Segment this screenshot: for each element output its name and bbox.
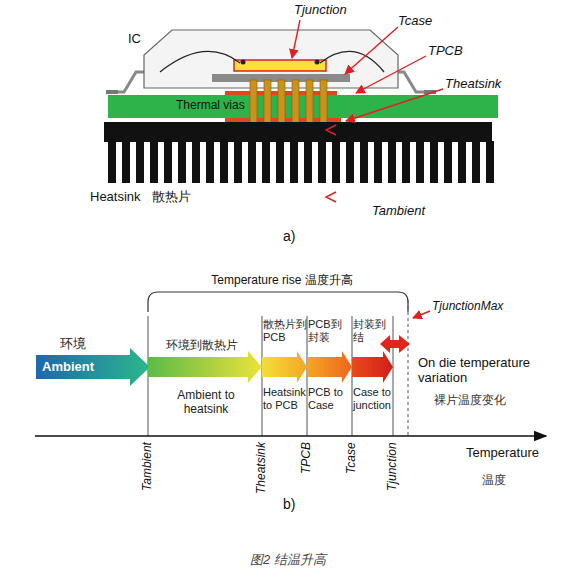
- chinese-label: 环境到散热片: [166, 338, 262, 352]
- text-label: On die temperature variation: [418, 356, 546, 386]
- english-label: Heatsink to PCB: [263, 386, 309, 412]
- chinese-label: 封装到 结: [353, 318, 397, 344]
- text-label: Tambient: [372, 204, 425, 219]
- text-label: Temperature: [466, 446, 539, 461]
- ambient-arrow: 环境 Ambient: [36, 318, 150, 398]
- tick-lines: [148, 300, 408, 436]
- text-label: Thermal vias: [176, 99, 245, 113]
- heatsink-base: [104, 122, 492, 142]
- text-label: 裸片温度变化: [434, 394, 506, 408]
- heat-path-arrow: 环境到散热片 Ambient to heatsink: [148, 318, 262, 418]
- text-label: IC: [128, 32, 141, 47]
- text-label: 温度: [482, 474, 506, 488]
- text-label: Heatsink: [90, 190, 141, 205]
- english-label: Ambient: [42, 359, 132, 374]
- axis-tick-label: Tcase: [345, 442, 359, 474]
- double-arrow: [380, 335, 410, 353]
- text-label: TjunctionMax: [432, 300, 503, 314]
- chinese-label: PCB到 封装: [308, 318, 353, 344]
- chinese-label: 散热片到 PCB: [263, 318, 308, 344]
- text-label: Theatsink: [445, 77, 501, 92]
- heat-path-arrow: PCB到 封装 PCB to Case: [307, 318, 352, 418]
- text-label: a): [283, 228, 295, 244]
- text-label: b): [283, 496, 295, 512]
- axis-tick-label: TPCB: [300, 442, 314, 474]
- text-label: Tjunction: [294, 3, 347, 18]
- heat-path-arrow: 封装到 结Case to junction: [352, 318, 393, 418]
- text-label: TPCB: [428, 44, 463, 59]
- axis-tick-label: Tambient: [141, 442, 155, 491]
- heat-path-arrow: 散热片到 PCB Heatsink to PCB: [262, 318, 307, 418]
- figure-caption: 图2 结温升高: [250, 553, 326, 568]
- text-label: Temperature rise 温度升高: [208, 274, 355, 288]
- english-label: Ambient to heatsink: [164, 388, 248, 416]
- text-label: 散热片: [152, 190, 191, 205]
- text-label: Tcase: [398, 14, 432, 29]
- temperature-axis: [35, 435, 546, 437]
- bracket: [148, 292, 408, 312]
- axis-tick-label: Theatsink: [255, 442, 269, 494]
- chinese-label: 环境: [60, 336, 120, 351]
- arrow-shape: [36, 318, 150, 398]
- english-label: PCB to Case: [308, 386, 354, 412]
- thermal-vias: [250, 80, 327, 124]
- axis-tick-label: Tjunction: [386, 442, 400, 491]
- english-label: Case to junction: [353, 386, 399, 412]
- pcb: [108, 95, 498, 118]
- heatsink-fins: [108, 141, 494, 183]
